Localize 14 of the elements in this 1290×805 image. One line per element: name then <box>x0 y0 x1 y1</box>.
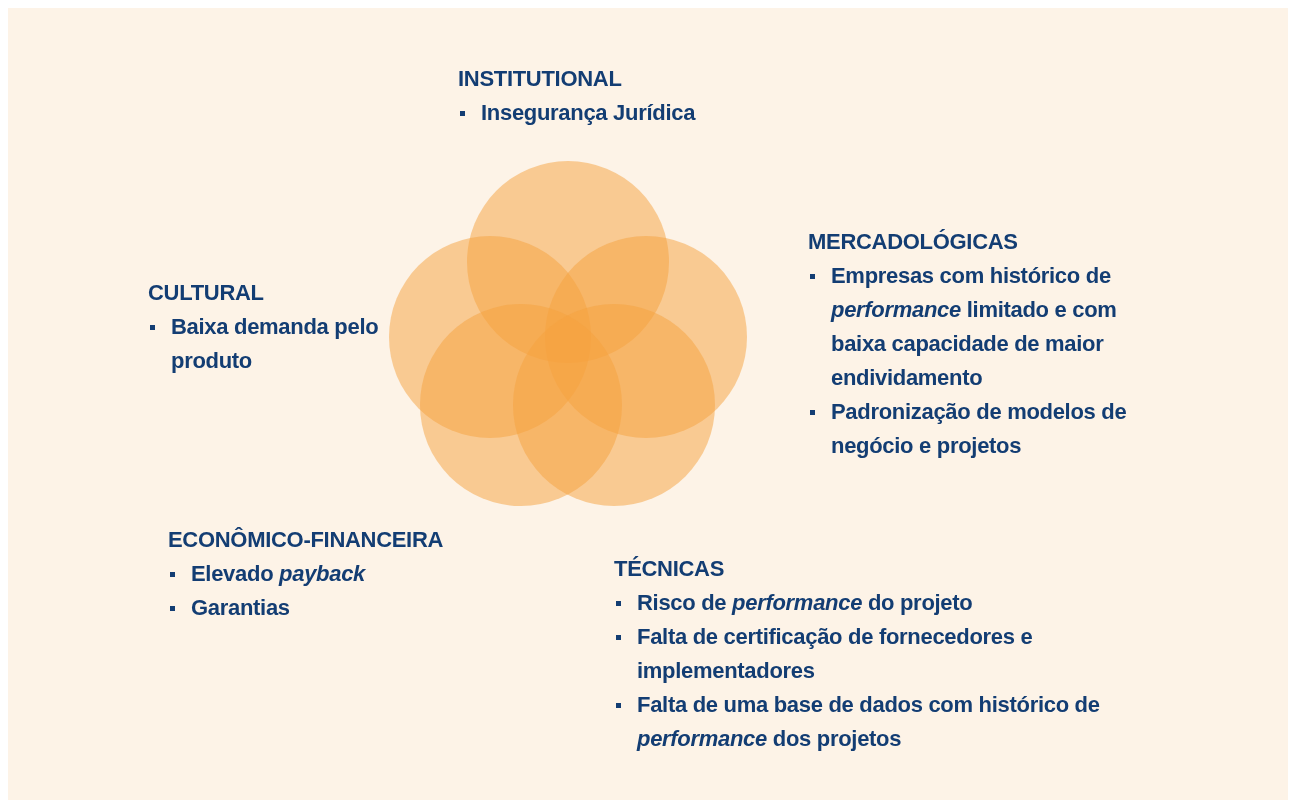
category-heading: INSTITUTIONAL <box>458 65 623 93</box>
bullet-item: Falta de uma base de dados com histórico de performance dos projetos <box>614 688 1134 756</box>
category-heading: ECONÔMICO-FINANCEIRA <box>168 526 445 554</box>
bullet-item: Baixa demanda pelo produto <box>148 310 388 378</box>
category-heading: CULTURAL <box>148 279 265 307</box>
bullet-item: Elevado payback <box>168 557 488 591</box>
category-heading: MERCADOLÓGICAS <box>808 228 1019 256</box>
bullet-item: Risco de performance do projeto <box>614 586 1134 620</box>
bullet-item: Empresas com histórico de performance limitado e com baixa capacidade de maior endividamento <box>808 259 1168 395</box>
bullet-item: Falta de certificação de fornecedores e implementadores <box>614 620 1134 688</box>
bullet-item: Padronização de modelos de negócio e projetos <box>808 395 1168 463</box>
category-heading: TÉCNICAS <box>614 555 726 583</box>
bullet-item: Insegurança Jurídica <box>458 96 778 130</box>
bullet-item: Garantias <box>168 591 488 625</box>
